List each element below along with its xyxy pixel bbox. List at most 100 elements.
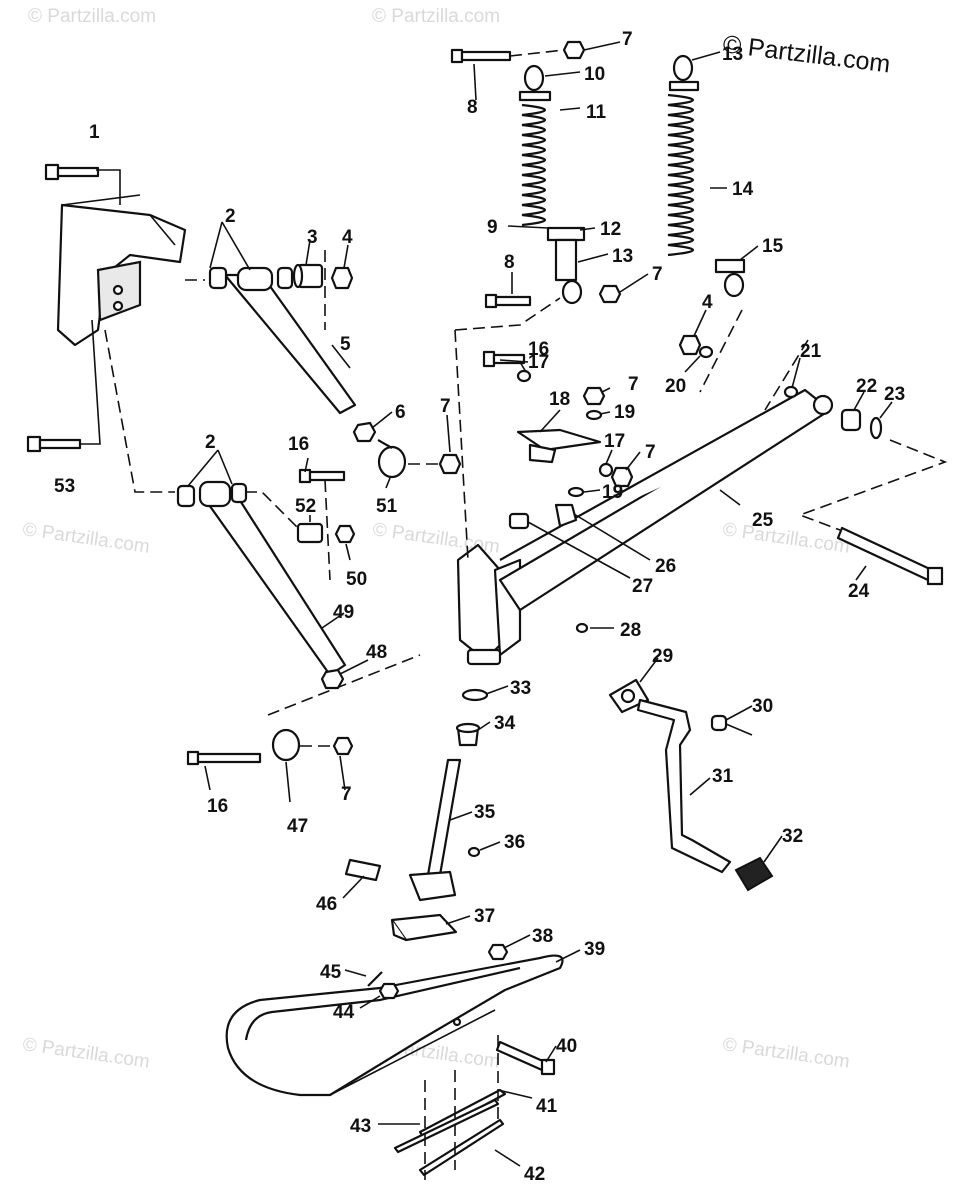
label-9: 9 bbox=[487, 217, 498, 238]
bolt-16-bracket bbox=[482, 350, 526, 368]
leader-lines bbox=[187, 41, 893, 1167]
nut-7-51 bbox=[438, 453, 462, 475]
label-29: 29 bbox=[652, 646, 673, 667]
label-53: 53 bbox=[54, 476, 75, 497]
bolt-8-mid bbox=[484, 293, 532, 309]
label-35: 35 bbox=[474, 802, 496, 823]
spindle-35 bbox=[408, 758, 462, 902]
label-27: 27 bbox=[632, 576, 653, 597]
sleeve-52 bbox=[296, 522, 324, 544]
label-36: 36 bbox=[504, 832, 525, 853]
label-20: 20 bbox=[665, 376, 686, 397]
label-2-upper: 2 bbox=[225, 206, 236, 227]
label-4-left: 4 bbox=[342, 227, 353, 248]
label-46: 46 bbox=[316, 894, 337, 915]
bracket-18 bbox=[516, 428, 602, 464]
label-13-shock: 13 bbox=[612, 246, 633, 267]
bushing-34 bbox=[455, 722, 481, 747]
ball-joint-47 bbox=[271, 728, 301, 762]
washer-19-low bbox=[567, 486, 585, 498]
grease-fitting-26 bbox=[554, 503, 578, 528]
trailing-arm-25 bbox=[498, 388, 834, 612]
nut-48 bbox=[320, 668, 345, 690]
label-14: 14 bbox=[732, 179, 754, 200]
label-49: 49 bbox=[333, 602, 354, 623]
lever-31 bbox=[636, 698, 732, 874]
nut-7-mid bbox=[598, 284, 622, 304]
nut-6 bbox=[352, 421, 377, 443]
fitting-36 bbox=[467, 846, 481, 858]
label-11: 11 bbox=[586, 102, 607, 123]
nut-44 bbox=[378, 982, 400, 1000]
watermarks: © Partzilla.com © Partzilla.com © Partzi… bbox=[21, 6, 851, 1073]
washer-17-low bbox=[598, 462, 614, 478]
label-50: 50 bbox=[346, 569, 367, 590]
label-34: 34 bbox=[494, 713, 516, 734]
label-32: 32 bbox=[782, 826, 803, 847]
dash-housing bbox=[454, 297, 561, 561]
bolt-16-upper bbox=[298, 468, 346, 484]
label-31: 31 bbox=[712, 766, 734, 787]
copyright-notice: © Partzilla.com bbox=[721, 30, 892, 78]
label-8-mid: 8 bbox=[504, 252, 515, 273]
bushing-46 bbox=[344, 858, 382, 882]
label-22: 22 bbox=[856, 376, 877, 397]
bushing-22 bbox=[840, 408, 862, 432]
washer-21 bbox=[783, 385, 799, 399]
label-15: 15 bbox=[762, 236, 784, 257]
nut-4-upper bbox=[330, 266, 354, 290]
pin-45 bbox=[367, 971, 383, 987]
ball-joint-51 bbox=[377, 439, 407, 479]
dash-24 bbox=[797, 439, 948, 531]
bushing-27 bbox=[508, 512, 530, 530]
label-16-b: 16 bbox=[207, 796, 228, 817]
bolt-53 bbox=[26, 435, 82, 453]
dash-47 bbox=[267, 654, 421, 747]
nut-7-lower bbox=[332, 736, 354, 756]
label-7-b: 7 bbox=[341, 784, 352, 805]
bolt-16-lower bbox=[186, 750, 262, 766]
label-17-low: 17 bbox=[604, 431, 625, 452]
label-40: 40 bbox=[556, 1036, 577, 1057]
label-37: 37 bbox=[474, 906, 495, 927]
dash-shock-top bbox=[509, 49, 565, 57]
bolt-8-top bbox=[450, 48, 512, 64]
label-25: 25 bbox=[752, 510, 774, 531]
label-7-a: 7 bbox=[440, 396, 451, 417]
label-21: 21 bbox=[800, 341, 822, 362]
label-8-top: 8 bbox=[467, 97, 478, 118]
label-44: 44 bbox=[333, 1002, 355, 1023]
dash-shock-right bbox=[699, 309, 809, 411]
watermark: © Partzilla.com bbox=[21, 1034, 151, 1073]
label-12: 12 bbox=[600, 219, 621, 240]
label-16-c: 16 bbox=[528, 339, 549, 360]
label-28: 28 bbox=[620, 620, 641, 641]
frame-bracket bbox=[56, 194, 187, 347]
bolt-40 bbox=[495, 1040, 556, 1076]
label-6: 6 bbox=[395, 402, 406, 423]
label-52: 52 bbox=[295, 496, 316, 517]
watermark: © Partzilla.com bbox=[21, 519, 151, 558]
leader-53 bbox=[80, 319, 101, 445]
bolt-1 bbox=[44, 163, 100, 181]
label-24: 24 bbox=[848, 581, 870, 602]
label-51: 51 bbox=[376, 496, 398, 517]
label-23: 23 bbox=[884, 384, 905, 405]
lower-arm-49 bbox=[176, 480, 347, 677]
dash-lower-mount bbox=[104, 329, 175, 493]
nut-4-right bbox=[678, 334, 702, 356]
spindle-housing bbox=[456, 543, 522, 666]
label-33: 33 bbox=[510, 678, 531, 699]
label-48: 48 bbox=[366, 642, 387, 663]
dash-lower-arm bbox=[245, 479, 331, 581]
grip-32 bbox=[734, 856, 774, 892]
label-7-mid: 7 bbox=[652, 264, 663, 285]
label-1: 1 bbox=[89, 122, 100, 143]
washer-17-top bbox=[516, 369, 532, 383]
label-19-low: 19 bbox=[602, 482, 623, 503]
dash-upper-arm bbox=[185, 250, 326, 330]
label-30: 30 bbox=[752, 696, 773, 717]
washer-20 bbox=[698, 345, 714, 359]
o-ring-23 bbox=[869, 416, 883, 440]
